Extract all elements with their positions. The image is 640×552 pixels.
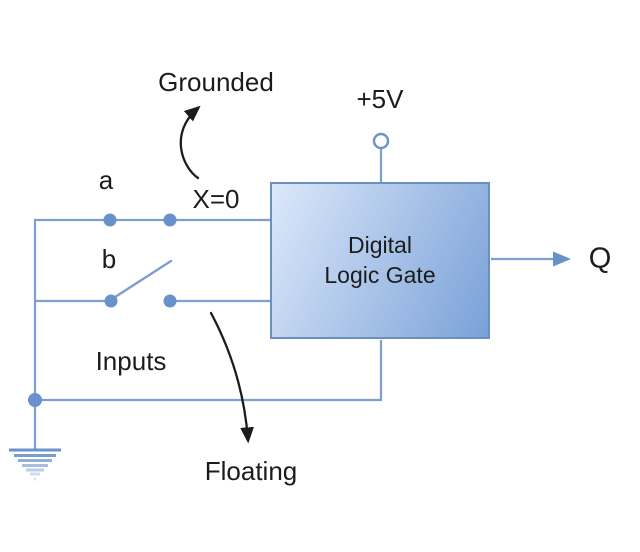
gate-title-line2: Logic Gate [324, 261, 436, 288]
switch-b-dot-right [163, 294, 177, 308]
switch-a-dot-left [103, 213, 117, 227]
supply-terminal-icon [372, 132, 390, 150]
switch-b-blade [110, 259, 173, 301]
floating-label: Floating [204, 456, 298, 486]
floating-arrow [209, 311, 254, 444]
output-label: Q [588, 242, 612, 275]
inputs-label: Inputs [95, 346, 167, 376]
grounded-arrow [179, 105, 201, 180]
ground-icon [9, 448, 61, 481]
gate-title-line1: Digital [348, 232, 412, 259]
switch-a-dot-right [163, 213, 177, 227]
grounded-label: Grounded [158, 67, 274, 97]
gate-box: Digital Logic Gate [270, 182, 490, 339]
switch-b-dot-left [104, 294, 118, 308]
x-state-label: X=0 [192, 184, 240, 214]
supply-voltage-label: +5V [356, 84, 404, 114]
junction-dot [28, 393, 42, 407]
output-arrow [491, 251, 571, 267]
input-a-label: a [98, 165, 114, 195]
input-b-label: b [101, 244, 117, 274]
